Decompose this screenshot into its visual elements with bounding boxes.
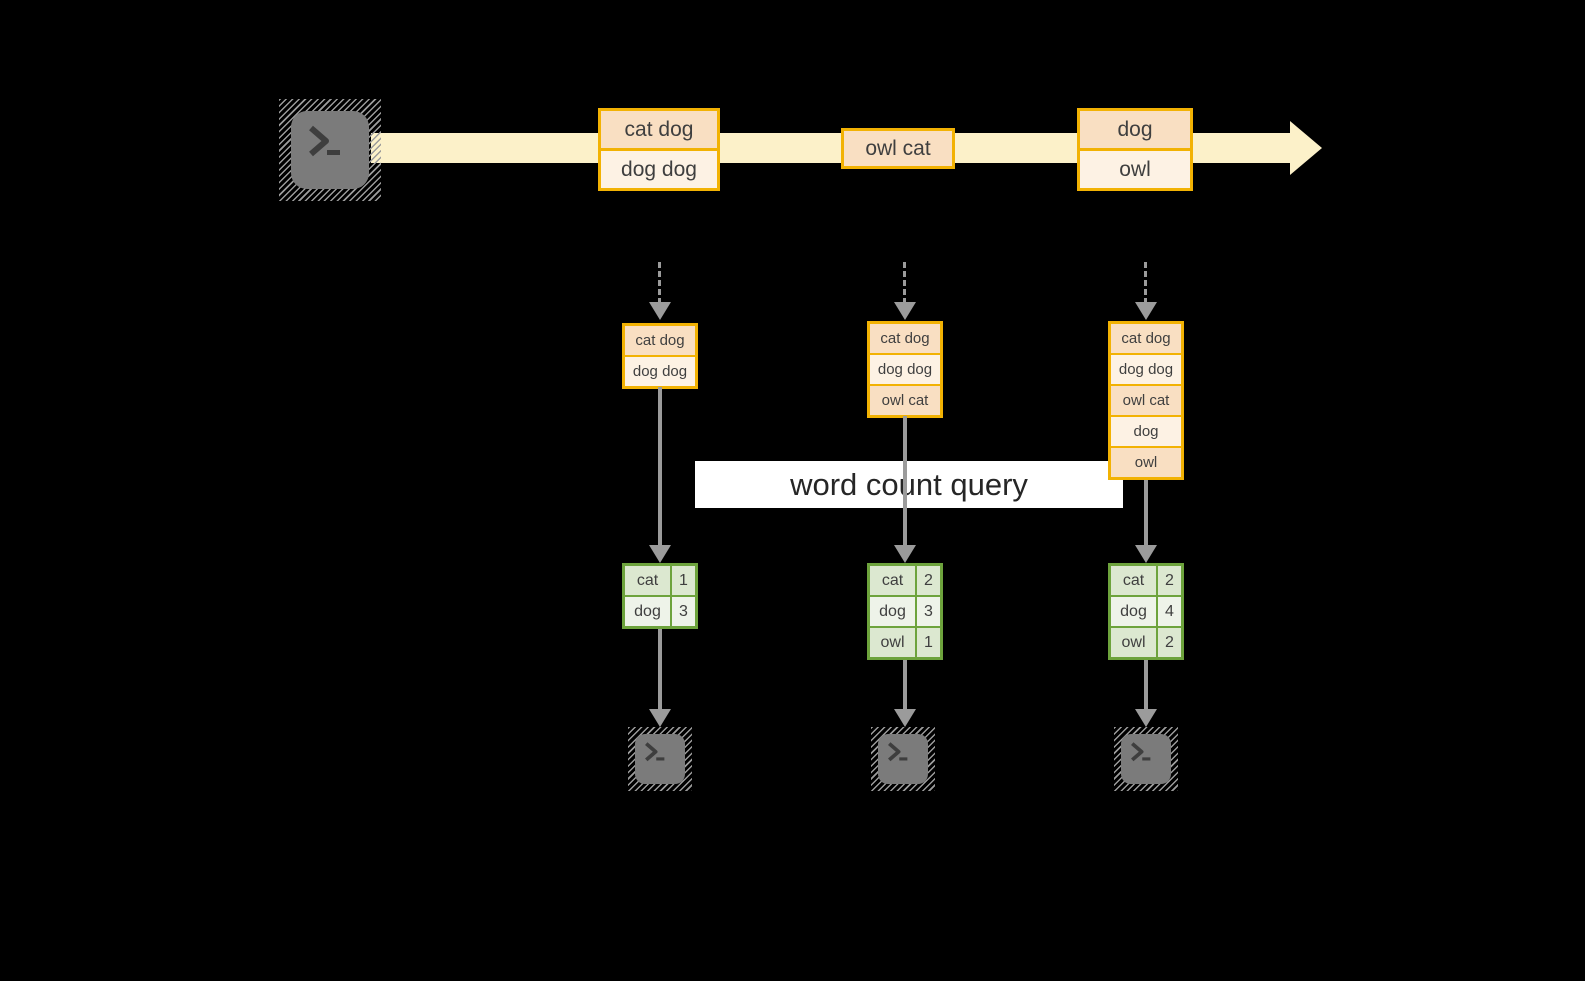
buffer-row: dog (1111, 415, 1181, 446)
word-cell: dog (879, 603, 906, 620)
count-cell: 1 (915, 628, 940, 657)
buffer-row: owl cat (1111, 384, 1181, 415)
count-cell: 1 (670, 566, 695, 595)
ingest-arrowhead-1 (649, 302, 671, 320)
word-cell: cat (636, 572, 659, 589)
stream-message-line: owl (1080, 148, 1190, 188)
count-row: owl 1 (870, 626, 940, 657)
word-cell: cat (1122, 572, 1145, 589)
count-cell: 2 (1156, 628, 1181, 657)
count-row: dog 4 (1111, 595, 1181, 626)
count-cell: 4 (1156, 597, 1181, 626)
query-arrowhead-3 (1135, 545, 1157, 563)
stream-message-line: cat dog (601, 111, 717, 148)
terminal-sink-icon-1 (628, 727, 692, 791)
terminal-sink-icon-2 (871, 727, 935, 791)
ingest-arrowhead-3 (1135, 302, 1157, 320)
buffer-snapshot-3: cat dog dog dog owl cat dog owl (1108, 321, 1184, 480)
buffer-row: dog dog (1111, 353, 1181, 384)
count-table-2: cat 2 dog 3 owl 1 (867, 563, 943, 660)
word-cell: dog (634, 603, 661, 620)
prompt-glyph-icon (309, 125, 340, 157)
query-arrow-line-3 (1144, 478, 1148, 545)
count-table-1: cat 1 dog 3 (622, 563, 698, 629)
prompt-glyph-icon (888, 742, 908, 762)
terminal-source-icon (279, 99, 381, 201)
count-row: owl 2 (1111, 626, 1181, 657)
count-row: cat 2 (870, 566, 940, 595)
buffer-row: cat dog (625, 326, 695, 355)
buffer-row: owl cat (870, 384, 940, 415)
word-cell: cat (881, 572, 904, 589)
count-cell: 2 (915, 566, 940, 595)
stream-message-1: cat dog dog dog (598, 108, 720, 191)
query-arrow-line-2 (903, 416, 907, 545)
terminal-sink-icon-3 (1114, 727, 1178, 791)
buffer-row: cat dog (1111, 324, 1181, 353)
buffer-row: owl (1111, 446, 1181, 477)
ingest-arrowhead-2 (894, 302, 916, 320)
stream-message-line: owl cat (844, 131, 952, 166)
count-row: cat 2 (1111, 566, 1181, 595)
stream-arrowhead-icon (1290, 121, 1322, 175)
count-cell: 2 (1156, 566, 1181, 595)
stream-message-line: dog (1080, 111, 1190, 148)
word-cell: owl (880, 634, 905, 651)
ingest-arrow-line-3 (1144, 262, 1147, 304)
buffer-row: dog dog (625, 355, 695, 386)
query-arrowhead-1 (649, 545, 671, 563)
prompt-glyph-icon (645, 742, 665, 762)
buffer-snapshot-1: cat dog dog dog (622, 323, 698, 389)
stream-message-3: dog owl (1077, 108, 1193, 191)
count-row: cat 1 (625, 566, 695, 595)
buffer-snapshot-2: cat dog dog dog owl cat (867, 321, 943, 418)
output-arrowhead-3 (1135, 709, 1157, 727)
count-cell: 3 (670, 597, 695, 626)
query-arrowhead-2 (894, 545, 916, 563)
count-row: dog 3 (625, 595, 695, 626)
word-cell: dog (1120, 603, 1147, 620)
output-arrow-line-3 (1144, 660, 1148, 709)
ingest-arrow-line-2 (903, 262, 906, 304)
query-arrow-line-1 (658, 387, 662, 545)
buffer-row: cat dog (870, 324, 940, 353)
count-row: dog 3 (870, 595, 940, 626)
query-label: word count query (695, 461, 1123, 508)
output-arrow-line-2 (903, 660, 907, 709)
output-arrowhead-2 (894, 709, 916, 727)
count-cell: 3 (915, 597, 940, 626)
output-arrow-line-1 (658, 629, 662, 709)
ingest-arrow-line-1 (658, 262, 661, 304)
word-cell: owl (1121, 634, 1146, 651)
buffer-row: dog dog (870, 353, 940, 384)
output-arrowhead-1 (649, 709, 671, 727)
stream-message-2: owl cat (841, 128, 955, 169)
prompt-glyph-icon (1131, 742, 1151, 762)
stream-message-line: dog dog (601, 148, 717, 188)
count-table-3: cat 2 dog 4 owl 2 (1108, 563, 1184, 660)
